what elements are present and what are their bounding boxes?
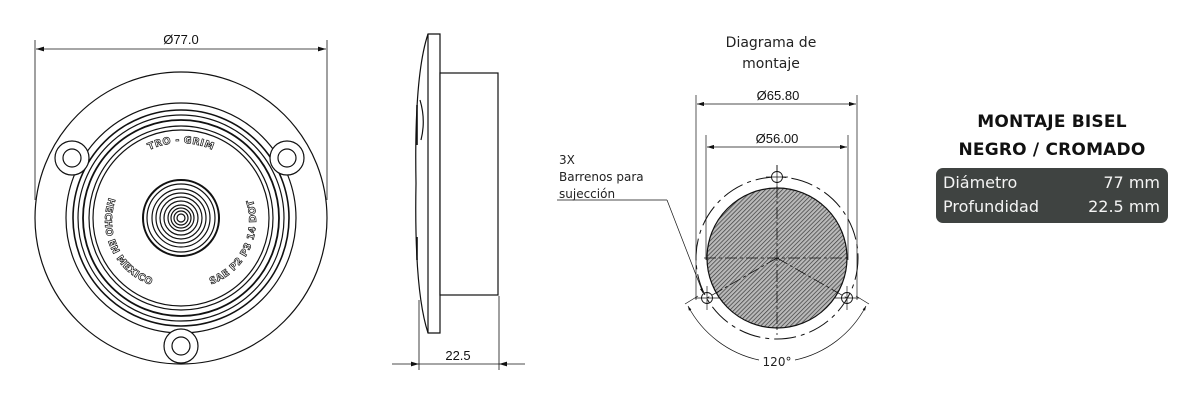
spec-label: Profundidad — [943, 197, 1040, 216]
outer-diameter-label: Ø65.80 — [757, 88, 800, 103]
engraving-right: SAE P2 P3 14 DOT — [208, 198, 259, 287]
spec-value: 77 mm — [1103, 173, 1160, 192]
diagram-title-line1: Diagrama de — [726, 35, 817, 51]
engraving-left: HECHO EN MEXICO — [102, 197, 154, 288]
holes-callout-line3: sujección — [559, 187, 615, 201]
holes-callout-line2: Barrenos para — [559, 170, 644, 184]
side-view — [392, 33, 525, 370]
front-diameter-label: Ø77.0 — [163, 32, 198, 47]
spec-title-line1: MONTAJE BISEL — [977, 112, 1127, 132]
spec-value: 22.5 mm — [1088, 197, 1160, 216]
holes-callout-qty: 3X — [559, 153, 575, 167]
diagram-title-line2: montaje — [742, 56, 800, 72]
spec-label: Diámetro — [943, 173, 1018, 192]
engraving-top: TRO - GRIM — [146, 135, 216, 153]
spec-row-depth: Profundidad 22.5 mm — [943, 195, 1160, 219]
side-depth-label: 22.5 — [445, 348, 470, 363]
inner-diameter-label: Ø56.00 — [756, 131, 799, 146]
spec-title-line2: NEGRO / CROMADO — [958, 140, 1146, 160]
angle-label: 120° — [763, 355, 792, 369]
spec-panel: MONTAJE BISEL NEGRO / CROMADO Diámetro 7… — [936, 108, 1168, 223]
mounting-diagram — [557, 95, 870, 361]
spec-row-diameter: Diámetro 77 mm — [943, 171, 1160, 195]
spec-box: Diámetro 77 mm Profundidad 22.5 mm — [936, 168, 1168, 223]
front-view — [34, 40, 328, 365]
